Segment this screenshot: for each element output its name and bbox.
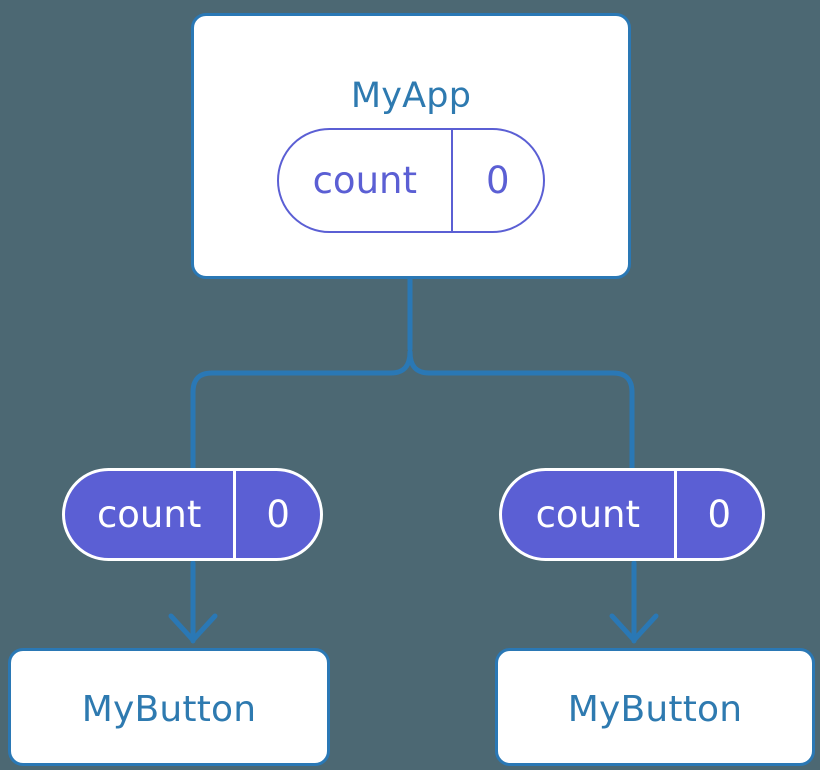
props-key-label: count: [96, 493, 202, 536]
branch-line-right: [407, 349, 635, 471]
state-key-label: count: [312, 159, 417, 202]
state-pill-myapp-count[interactable]: count 0: [277, 128, 545, 233]
branch-line-left: [190, 349, 413, 471]
arrow-head-left: [168, 613, 218, 643]
props-value-label: 0: [233, 471, 320, 558]
component-label-myapp: MyApp: [350, 76, 472, 116]
props-pill-right-count[interactable]: count 0: [499, 468, 765, 561]
component-node-mybutton-left[interactable]: MyButton: [8, 648, 330, 766]
props-key-label: count: [535, 493, 640, 536]
arrow-head-right: [609, 613, 659, 643]
component-node-mybutton-right[interactable]: MyButton: [495, 648, 815, 766]
props-value-label: 0: [673, 471, 762, 558]
component-label-mybutton-left: MyButton: [81, 689, 257, 730]
state-value-label: 0: [450, 130, 543, 231]
component-label-mybutton-right: MyButton: [567, 689, 743, 730]
props-pill-left-count[interactable]: count 0: [62, 468, 323, 561]
